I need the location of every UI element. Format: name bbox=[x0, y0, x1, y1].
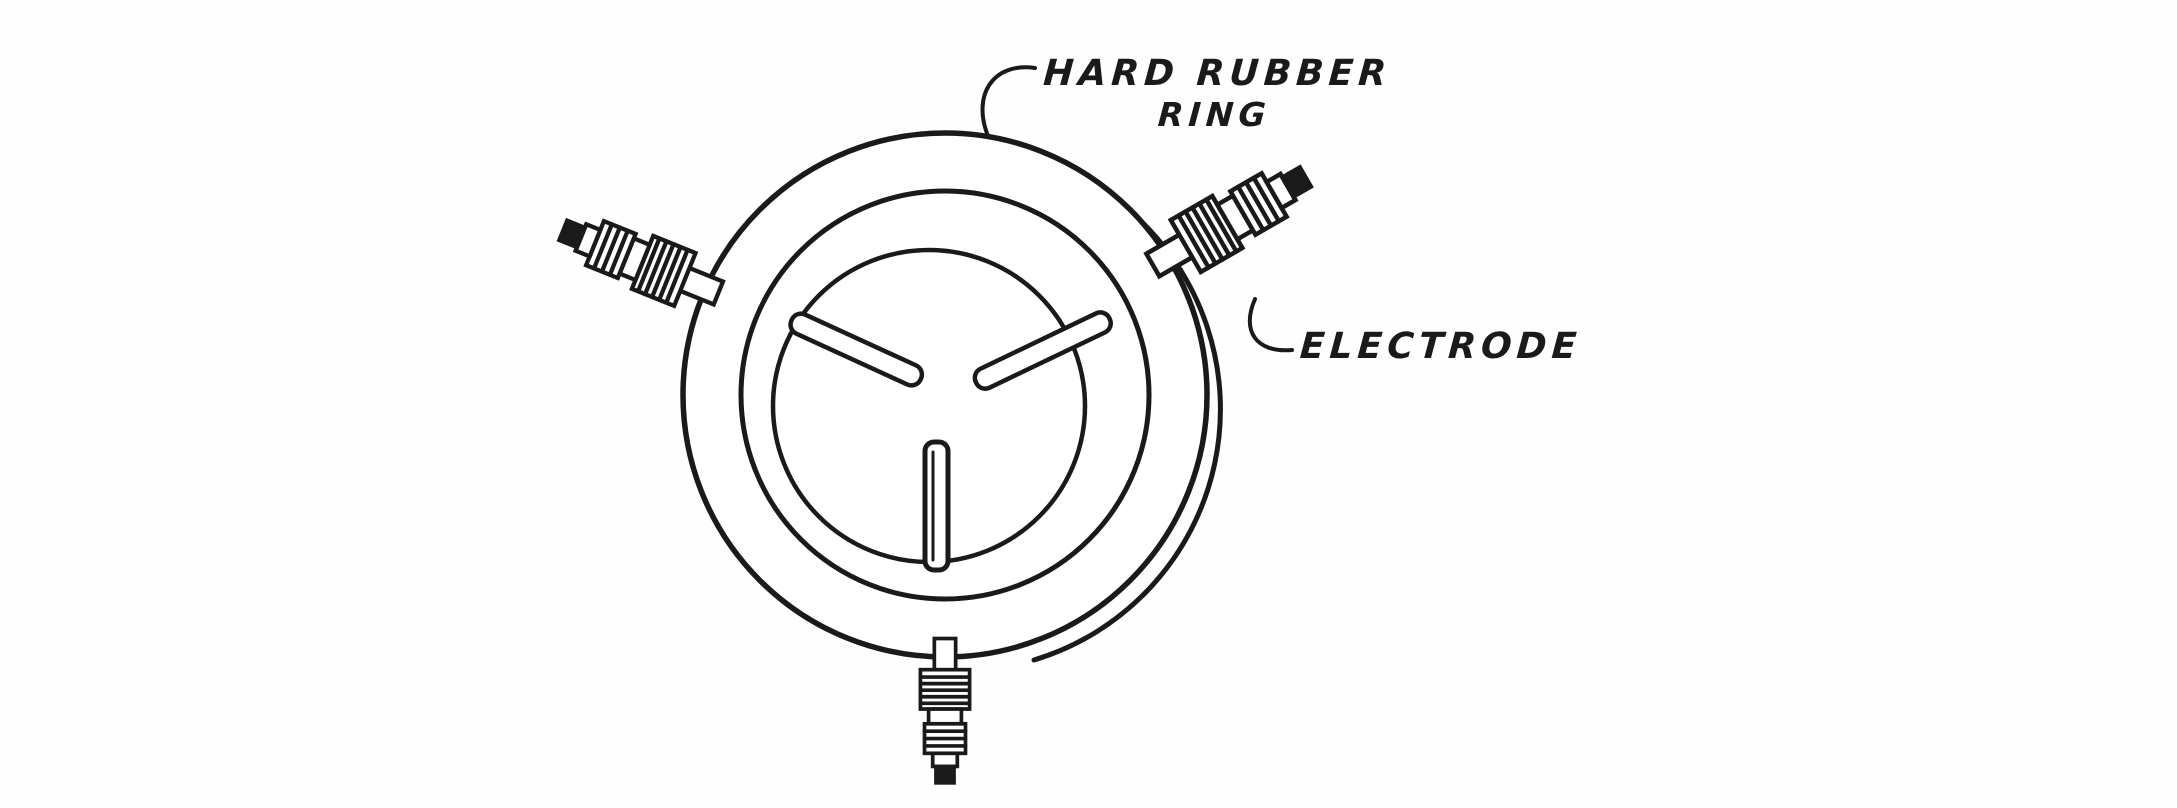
ring-depth-arc bbox=[1031, 209, 1223, 663]
label-hard-rubber-line2: RING bbox=[1156, 95, 1273, 135]
label-hard-rubber-ring: HARD RUBBER RING bbox=[1039, 52, 1393, 135]
hard-rubber-ring-inner bbox=[738, 188, 1152, 602]
terminal-bottom bbox=[918, 636, 972, 785]
label-hard-rubber-line1: HARD RUBBER bbox=[1041, 53, 1393, 94]
terminal-upper-left bbox=[553, 204, 729, 319]
hard-rubber-ring-outer bbox=[680, 130, 1210, 660]
label-electrode: ELECTRODE bbox=[1298, 326, 1583, 367]
electrode-rod-upper-right bbox=[972, 310, 1113, 391]
terminal-upper-right bbox=[1138, 151, 1320, 291]
leader-hard-rubber-ring bbox=[980, 65, 1037, 138]
electrode-rod-upper-left bbox=[788, 311, 925, 388]
leader-electrode bbox=[1248, 297, 1294, 353]
electrode-rod-bottom bbox=[922, 439, 951, 573]
